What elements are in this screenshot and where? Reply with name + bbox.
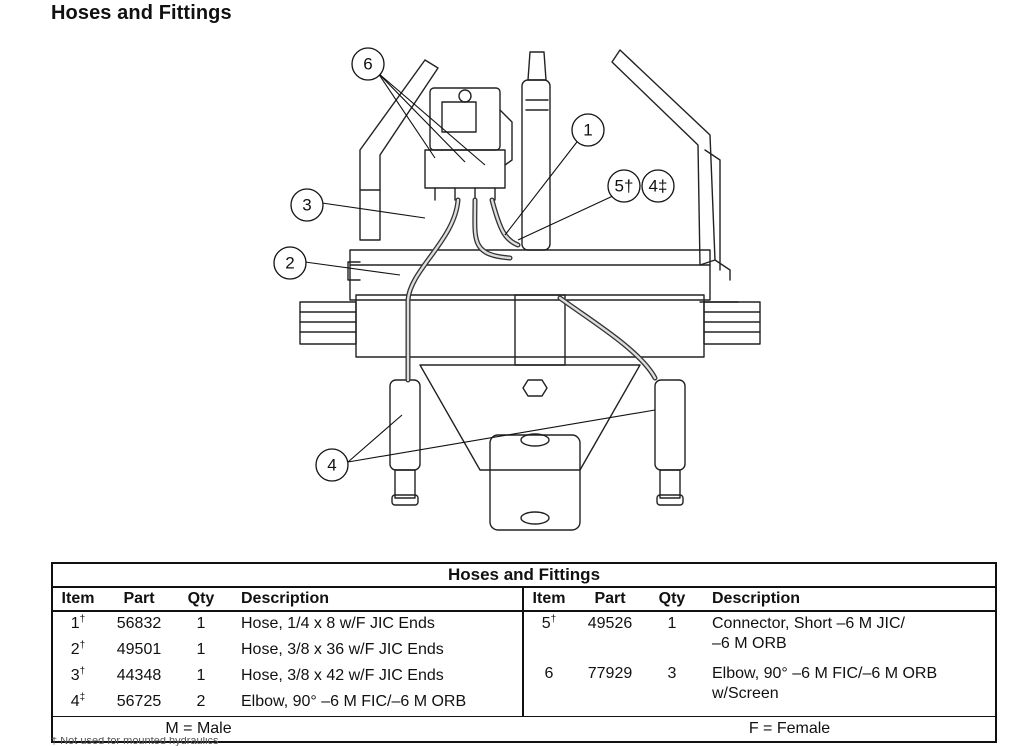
callout-1-label: 1 xyxy=(583,121,592,140)
table-title: Hoses and Fittings xyxy=(53,564,995,588)
row-part: 49501 xyxy=(116,641,162,658)
row-qty: 1 xyxy=(196,641,206,658)
row-item: 2† xyxy=(70,640,86,658)
row-part: 44348 xyxy=(116,667,162,684)
callout-3 xyxy=(290,188,324,222)
callout-6 xyxy=(351,47,385,81)
table-row: 3† 44348 1 Hose, 3/8 x 42 w/F JIC Ends xyxy=(53,664,522,690)
row-description: Elbow, 90° –6 M FIC/–6 M ORB w/Screen xyxy=(698,664,995,712)
callout-6-label: 6 xyxy=(363,55,372,74)
table-right-half: Item Part Qty Description 5† 49526 1 Con… xyxy=(524,588,995,716)
row-qty: 1 xyxy=(196,667,206,684)
row-qty: 1 xyxy=(667,615,677,632)
row-item: 1† xyxy=(70,614,86,632)
hose-assembly-diagram: 6 1 5† 4‡ 3 2 4 xyxy=(273,47,761,531)
table-row: 2† 49501 1 Hose, 3/8 x 36 w/F JIC Ends xyxy=(53,638,522,664)
callout-5-label: 5† xyxy=(615,177,634,196)
table-left-half: Item Part Qty Description 1† 56832 1 Hos… xyxy=(53,588,524,716)
row-description: Hose, 1/4 x 8 w/F JIC Ends xyxy=(241,615,435,632)
header-qty: Qty xyxy=(658,590,686,607)
row-description: Connector, Short –6 M JIC/ –6 M ORB xyxy=(698,614,995,662)
row-description-line: –6 M ORB xyxy=(712,635,787,652)
callout-3-label: 3 xyxy=(302,196,311,215)
header-item: Item xyxy=(61,590,95,607)
parts-table: Hoses and Fittings Item Part Qty Descrip… xyxy=(51,562,997,743)
row-qty: 3 xyxy=(667,665,677,682)
callout-4 xyxy=(315,448,349,482)
header-description: Description xyxy=(241,590,330,607)
row-qty: 2 xyxy=(196,693,206,710)
header-part: Part xyxy=(594,590,626,607)
row-part: 56832 xyxy=(116,615,162,632)
header-item: Item xyxy=(532,590,566,607)
row-description: Hose, 3/8 x 42 w/F JIC Ends xyxy=(241,667,444,684)
row-item: 5† xyxy=(541,614,557,632)
callout-2 xyxy=(273,246,307,280)
callout-2-label: 2 xyxy=(285,254,294,273)
callout-4a-label: 4‡ xyxy=(649,177,668,196)
footnote: † Not used for mounted hydraulics xyxy=(51,737,219,746)
header-qty: Qty xyxy=(187,590,215,607)
row-description: Elbow, 90° –6 M FIC/–6 M ORB xyxy=(241,693,467,710)
table-header-row: Item Part Qty Description xyxy=(524,588,995,612)
row-description-line: Connector, Short –6 M JIC/ xyxy=(712,615,905,632)
table-row: 6 77929 3 Elbow, 90° –6 M FIC/–6 M ORB w… xyxy=(524,662,995,712)
table-header-row: Item Part Qty Description xyxy=(53,588,522,612)
note-female: F = Female xyxy=(748,720,831,737)
row-part: 56725 xyxy=(116,693,162,710)
header-part: Part xyxy=(123,590,155,607)
callout-4a xyxy=(641,169,675,203)
note-male: M = Male xyxy=(165,720,232,737)
row-description-line: Elbow, 90° –6 M FIC/–6 M ORB xyxy=(712,665,938,682)
page-title: Hoses and Fittings xyxy=(51,2,232,24)
row-item: 4‡ xyxy=(70,692,86,710)
header-description: Description xyxy=(712,590,801,607)
callout-4-label: 4 xyxy=(327,456,336,475)
table-row: 4‡ 56725 2 Elbow, 90° –6 M FIC/–6 M ORB xyxy=(53,690,522,716)
notes-row: M = Male F = Female xyxy=(53,716,995,741)
callout-1 xyxy=(571,113,605,147)
row-part: 77929 xyxy=(587,665,633,682)
row-description-line: w/Screen xyxy=(712,685,779,702)
callout-5 xyxy=(607,169,641,203)
table-row: 1† 56832 1 Hose, 1/4 x 8 w/F JIC Ends xyxy=(53,612,522,638)
row-part: 49526 xyxy=(587,615,633,632)
row-item: 3† xyxy=(70,666,86,684)
table-row: 5† 49526 1 Connector, Short –6 M JIC/ –6… xyxy=(524,612,995,662)
row-qty: 1 xyxy=(196,615,206,632)
row-description: Hose, 3/8 x 36 w/F JIC Ends xyxy=(241,641,444,658)
row-item: 6 xyxy=(544,665,554,682)
